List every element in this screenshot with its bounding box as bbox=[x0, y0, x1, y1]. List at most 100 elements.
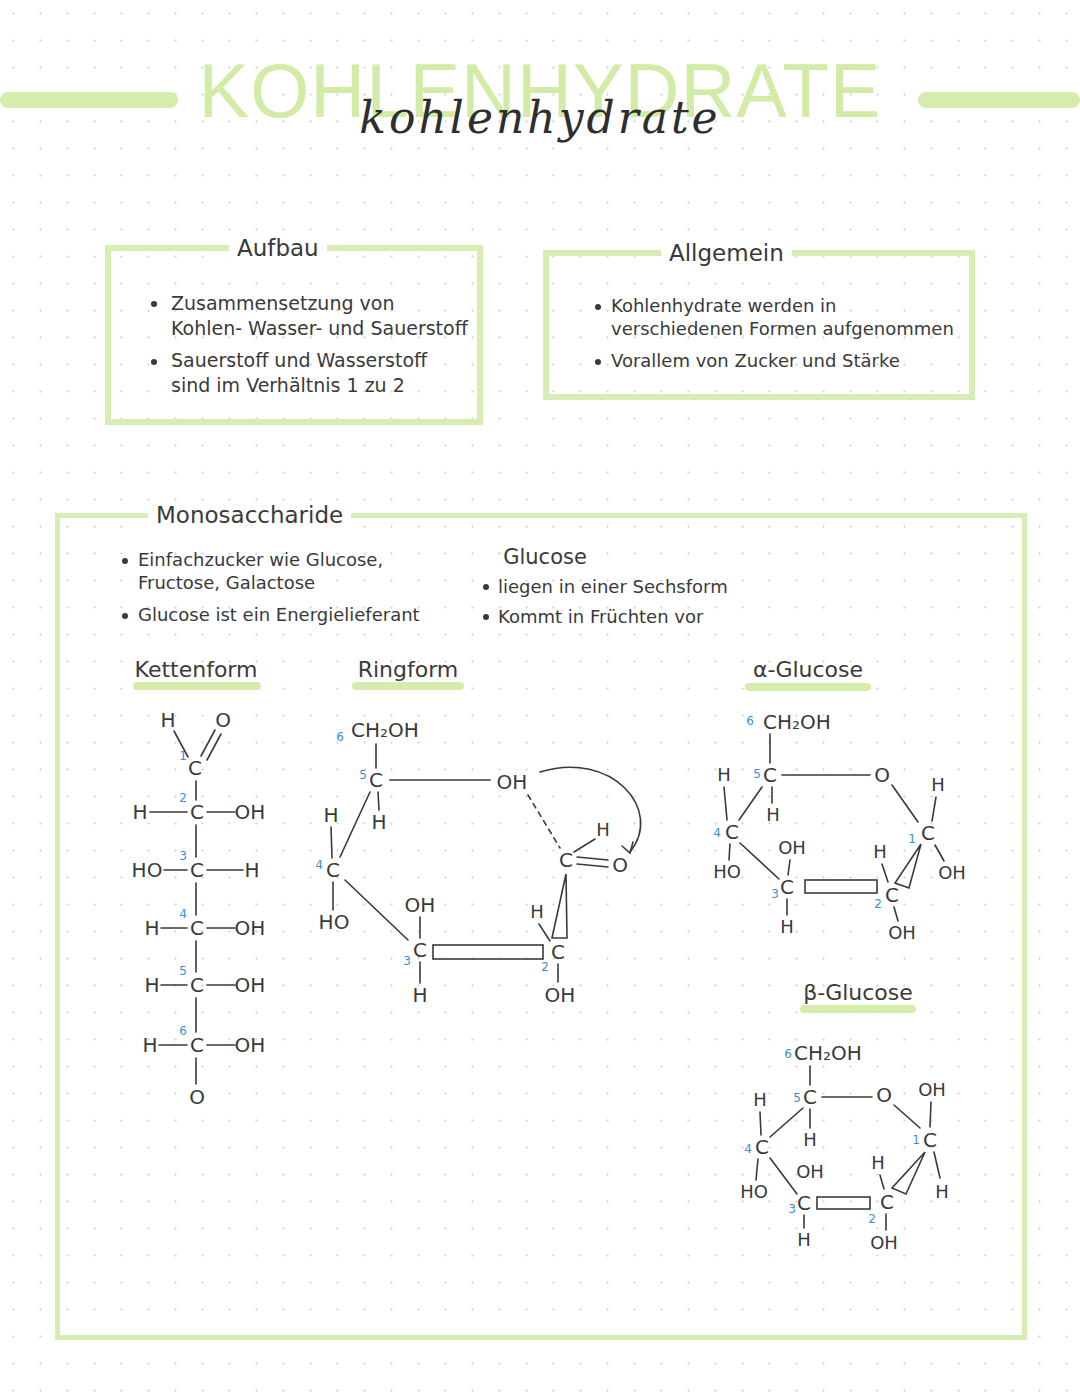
atom-label: H bbox=[766, 805, 780, 825]
bullet-dot bbox=[122, 613, 128, 619]
note-label: Ringform bbox=[358, 658, 459, 682]
atom-label: C bbox=[921, 822, 935, 844]
bullet-row: Einfachzucker wie Glucose, Fructose, Gal… bbox=[138, 548, 428, 595]
atom-label: H bbox=[780, 917, 794, 937]
bullet-row: Glucose ist ein Energielieferant bbox=[138, 603, 428, 626]
drawing-part bbox=[934, 1152, 940, 1178]
drawing-part bbox=[378, 792, 379, 810]
atom-label: H bbox=[753, 1090, 767, 1110]
bullet-dot bbox=[595, 359, 601, 365]
atom-label: OH bbox=[235, 801, 266, 823]
drawing-part bbox=[930, 1102, 931, 1127]
atom-label: H bbox=[803, 1130, 817, 1150]
carbon-number: 3 bbox=[179, 850, 187, 863]
drawing-part bbox=[340, 792, 370, 857]
note-label: Kommt in Früchten vor bbox=[498, 607, 703, 627]
atom-label: C bbox=[188, 757, 202, 779]
box-body: Einfachzucker wie Glucose, Fructose, Gal… bbox=[138, 548, 428, 634]
drawing-part bbox=[201, 730, 215, 756]
bullet-dot bbox=[595, 304, 601, 310]
atom-label: OH bbox=[778, 838, 806, 858]
atom-label: C bbox=[725, 821, 739, 843]
drawing-part bbox=[528, 795, 560, 848]
atom-label: C bbox=[413, 939, 427, 961]
box-body: Zusammensetzung von Kohlen- Wasser- und … bbox=[171, 291, 471, 406]
atom-label: C bbox=[923, 1129, 937, 1151]
drawing-part bbox=[433, 945, 543, 959]
drawing-part bbox=[724, 787, 727, 820]
carbon-number: 2 bbox=[874, 898, 882, 911]
drawing-part bbox=[932, 797, 936, 821]
bullet-row: Sauerstoff und Wasserstoff sind im Verhä… bbox=[171, 348, 471, 397]
atom-label: H bbox=[244, 859, 259, 881]
box-heading: Aufbau bbox=[229, 234, 327, 263]
drawing-part bbox=[770, 1158, 797, 1194]
drawing-part bbox=[159, 1044, 187, 1046]
atom-label: C bbox=[803, 1086, 817, 1108]
drawing-part bbox=[161, 927, 187, 929]
atom-label: C bbox=[190, 1034, 204, 1056]
atom-label: C bbox=[326, 859, 340, 881]
drawing-part bbox=[207, 811, 235, 813]
atom-label: O bbox=[189, 1086, 205, 1108]
note-label: β-Glucose bbox=[803, 981, 913, 1005]
chain-bonds bbox=[150, 730, 243, 1084]
atom-label: OH bbox=[235, 974, 266, 996]
drawing-part bbox=[745, 683, 871, 691]
atom-label: C bbox=[369, 769, 383, 791]
atom-label: C bbox=[780, 876, 794, 898]
atom-label: OH bbox=[918, 1080, 946, 1100]
note-label: liegen in einer Sechsform bbox=[498, 577, 728, 597]
bullet-text: Einfachzucker wie Glucose, Fructose, Gal… bbox=[138, 548, 428, 595]
drawing-part bbox=[577, 864, 608, 867]
drawing-part bbox=[207, 869, 243, 871]
drawing-part bbox=[892, 1152, 925, 1194]
drawing-part bbox=[894, 907, 898, 921]
bullet-dot bbox=[151, 301, 157, 307]
drawing-part bbox=[803, 1215, 805, 1228]
drawing-part bbox=[539, 924, 550, 941]
drawing-part bbox=[375, 744, 377, 768]
atom-label: H bbox=[530, 902, 544, 922]
drawing-part bbox=[195, 998, 197, 1032]
atom-label: OH bbox=[405, 894, 436, 916]
drawing-part bbox=[817, 1197, 870, 1209]
drawing-part bbox=[332, 882, 334, 910]
drawing-part bbox=[880, 1175, 884, 1189]
drawing-part bbox=[161, 984, 187, 986]
atom-label: OH bbox=[888, 923, 916, 943]
drawing-part bbox=[782, 774, 870, 776]
atom-label: OH bbox=[545, 984, 576, 1006]
ring-bonds bbox=[331, 744, 641, 983]
carbon-number: 2 bbox=[541, 961, 549, 974]
drawing-part bbox=[892, 785, 918, 822]
drawing-part bbox=[207, 927, 235, 929]
drawing-part bbox=[894, 1105, 920, 1128]
atom-label: OH bbox=[938, 863, 966, 883]
drawing-part bbox=[786, 899, 788, 915]
drawing-part bbox=[0, 92, 178, 108]
drawing-part bbox=[756, 1159, 758, 1180]
drawing-part bbox=[483, 614, 489, 620]
atom-label: CH₂OH bbox=[351, 719, 419, 741]
carbon-number: 4 bbox=[713, 827, 721, 840]
drawing-part bbox=[207, 1044, 235, 1046]
carbon-number: 4 bbox=[179, 908, 187, 921]
drawing-part bbox=[729, 844, 730, 860]
drawing-part bbox=[574, 839, 595, 852]
drawing-part bbox=[195, 1058, 197, 1084]
drawing-part bbox=[540, 767, 641, 852]
atom-label: H bbox=[132, 801, 147, 823]
drawing-part bbox=[195, 781, 197, 800]
drawing-part bbox=[577, 857, 608, 860]
carbon-number: 2 bbox=[179, 792, 187, 805]
drawing-part bbox=[760, 1112, 761, 1135]
atom-label: CH₂OH bbox=[763, 711, 831, 733]
drawing-part bbox=[195, 883, 197, 915]
atom-label: C bbox=[880, 1191, 894, 1213]
highlight-bars bbox=[0, 92, 1080, 1013]
drawing-part bbox=[739, 787, 762, 820]
atom-label: C bbox=[885, 884, 899, 906]
atom-label: HO bbox=[132, 859, 163, 881]
